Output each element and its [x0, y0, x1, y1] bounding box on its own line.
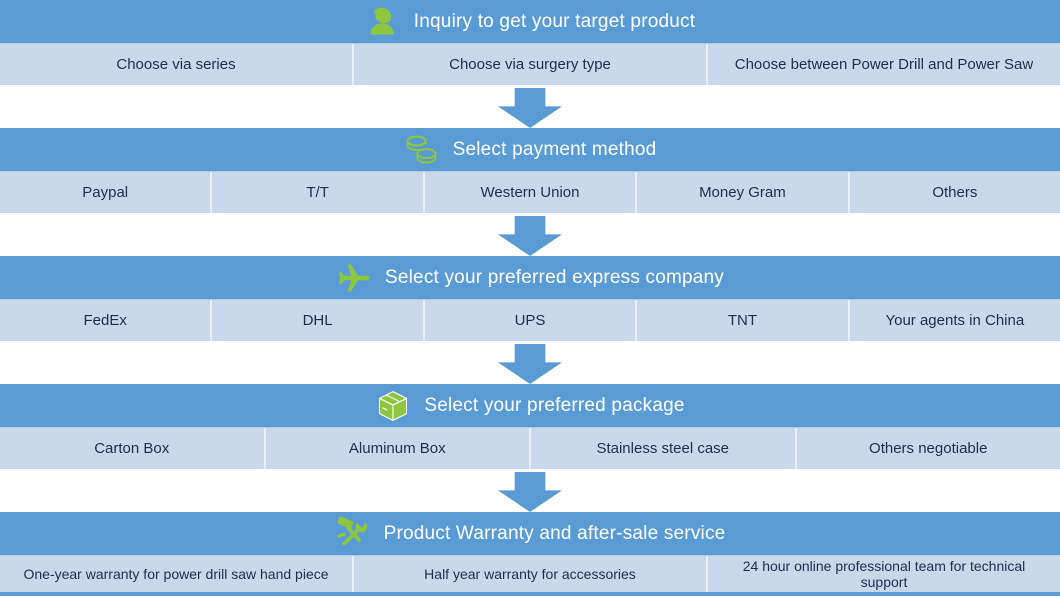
option-cell: Paypal: [0, 172, 213, 213]
option-cell: TNT: [637, 300, 850, 341]
bottom-border-strip: [0, 592, 1060, 596]
flow-connector: [0, 341, 1060, 384]
airplane-icon: [336, 260, 372, 296]
option-cell: Carton Box: [0, 428, 266, 469]
option-cell: Choose between Power Drill and Power Saw: [734, 55, 1034, 73]
option-cell: FedEx: [0, 300, 213, 341]
customer-service-icon: [365, 4, 401, 40]
section-title: Select payment method: [452, 138, 657, 160]
section-header: Select your preferred package: [0, 384, 1060, 428]
section-header: Inquiry to get your target product: [0, 0, 1060, 44]
section-header: Select payment method: [0, 128, 1060, 172]
down-arrow-icon: [498, 216, 562, 256]
option-cell: T/T: [212, 172, 425, 213]
down-arrow-icon: [498, 344, 562, 384]
option-cell: One-year warranty for power drill saw ha…: [0, 556, 354, 592]
option-cell: Choose via series: [0, 44, 354, 85]
package-icon: [375, 388, 411, 424]
flow-connector: [0, 469, 1060, 512]
section-header: Select your preferred express company: [0, 256, 1060, 300]
option-cell: Aluminum Box: [266, 428, 531, 469]
option-cell: Western Union: [425, 172, 638, 213]
section-title: Select your preferred express company: [385, 266, 724, 288]
option-cell: Stainless steel case: [531, 428, 797, 469]
section-title: Select your preferred package: [424, 394, 685, 416]
option-cell: Your agents in China: [885, 311, 1025, 329]
tools-icon: [335, 516, 371, 552]
coins-icon: [404, 132, 440, 168]
section-title: Product Warranty and after-sale service: [383, 522, 726, 544]
option-cell: UPS: [425, 300, 638, 341]
options-row: One-year warranty for power drill saw ha…: [0, 556, 1060, 592]
option-cell: 24 hour online professional team for tec…: [742, 557, 1026, 590]
down-arrow-icon: [498, 88, 562, 128]
down-arrow-icon: [498, 472, 562, 512]
option-cell: DHL: [212, 300, 425, 341]
flow-connector: [0, 85, 1060, 128]
flow-connector: [0, 213, 1060, 256]
option-cell: Money Gram: [637, 172, 850, 213]
section-header: Product Warranty and after-sale service: [0, 512, 1060, 556]
option-cell: Choose via surgery type: [354, 44, 708, 85]
option-cell: Others: [932, 183, 978, 201]
option-cell: Others negotiable: [869, 439, 988, 457]
option-cell: Half year warranty for accessories: [354, 556, 708, 592]
section-title: Inquiry to get your target product: [413, 10, 696, 32]
